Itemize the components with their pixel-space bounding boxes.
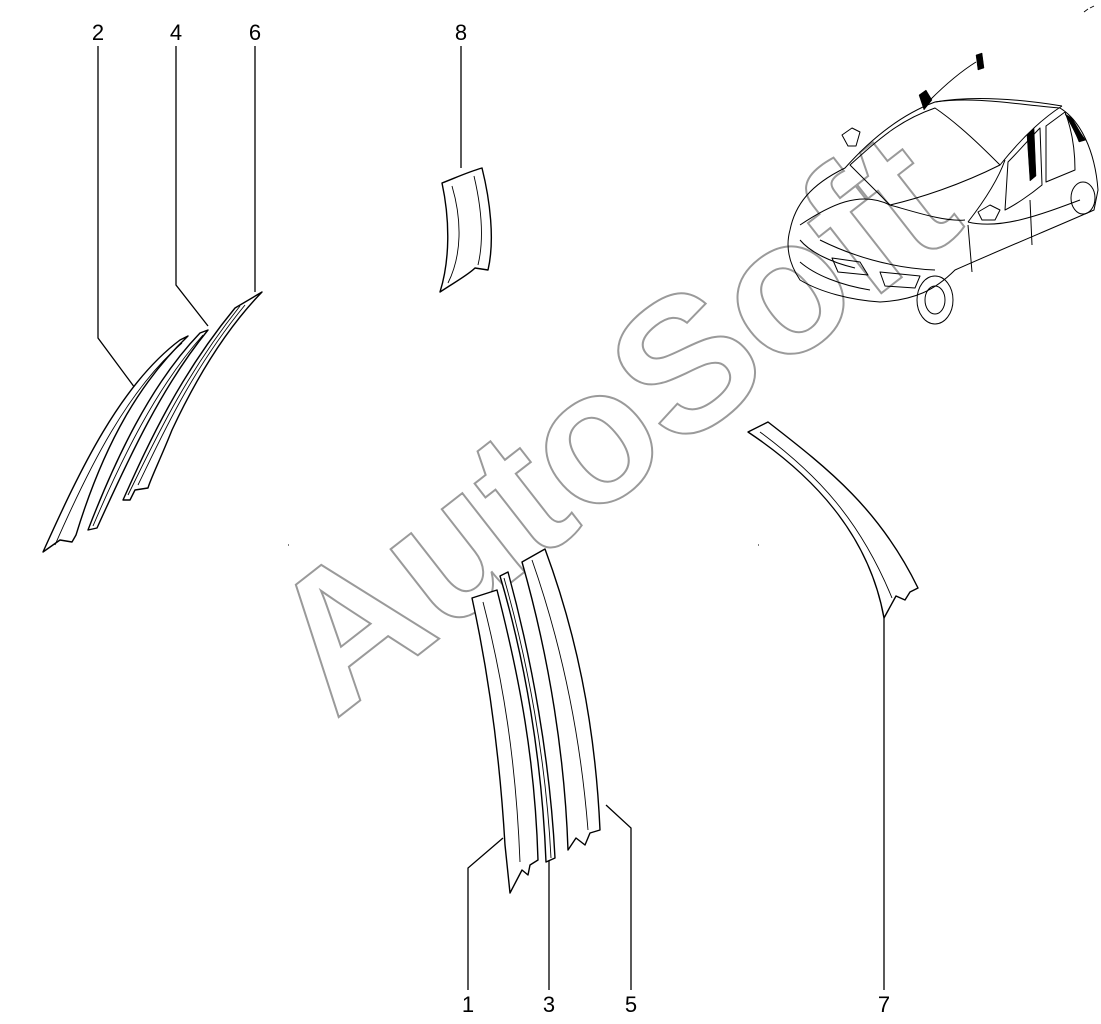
part-7 xyxy=(747,421,919,619)
part-5 xyxy=(521,548,601,851)
part-4 xyxy=(87,329,209,531)
callout-2: 2 xyxy=(92,20,104,45)
callout-numbers: 2 4 6 8 1 3 5 7 xyxy=(92,20,890,1017)
callout-7: 7 xyxy=(878,992,890,1017)
leader-1 xyxy=(467,837,504,990)
leader-2 xyxy=(97,46,136,389)
car-illustration xyxy=(787,52,1099,325)
callout-6: 6 xyxy=(249,20,261,45)
leader-4 xyxy=(175,46,209,327)
leader-5 xyxy=(605,804,632,990)
stray-mark xyxy=(1083,5,1095,13)
leader-lines xyxy=(97,46,885,990)
callout-4: 4 xyxy=(170,20,182,45)
callout-8: 8 xyxy=(455,20,467,45)
part-2 xyxy=(42,335,189,553)
callout-1: 1 xyxy=(462,992,474,1017)
watermark-text: AutoSoft xyxy=(230,92,992,753)
callout-5: 5 xyxy=(625,992,637,1017)
part-8 xyxy=(439,167,493,293)
part-1 xyxy=(471,589,539,894)
part-3 xyxy=(499,571,556,863)
part-6 xyxy=(122,291,263,501)
callout-3: 3 xyxy=(543,992,555,1017)
